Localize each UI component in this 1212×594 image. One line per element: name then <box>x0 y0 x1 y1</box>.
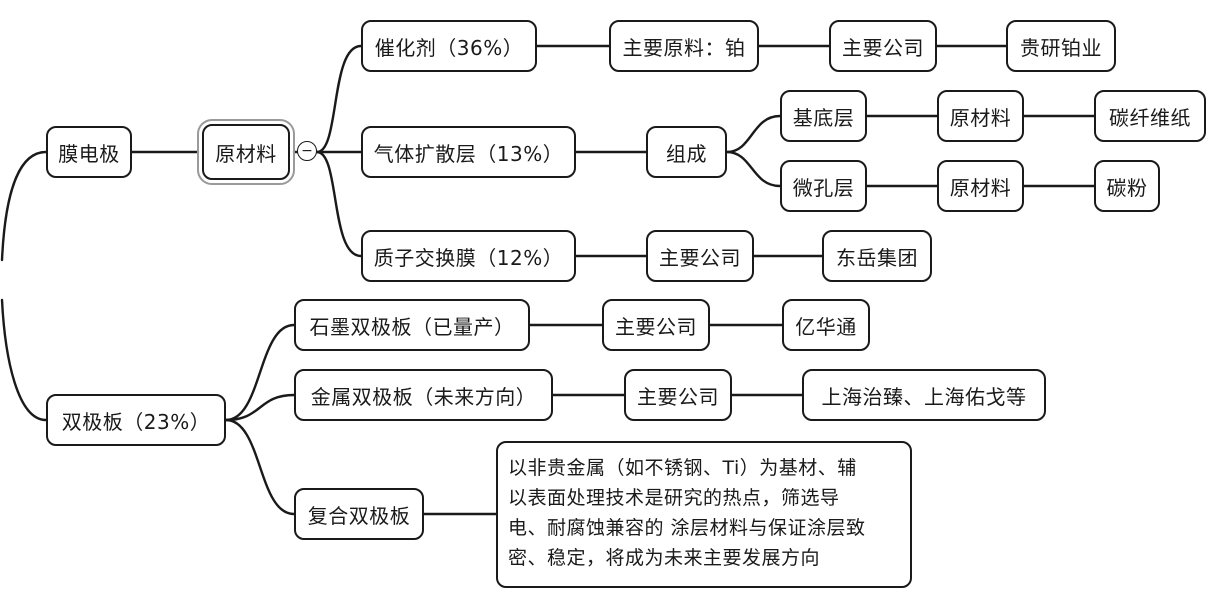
node-substrate-raw[interactable]: 原材料 <box>937 90 1024 142</box>
edge-bipolar-metal <box>224 393 296 422</box>
node-metal-company-names[interactable]: 上海治臻、上海佑戈等 <box>802 369 1046 421</box>
node-catalyst-companies[interactable]: 主要公司 <box>829 20 937 72</box>
edge-root-bipolar <box>0 298 48 422</box>
node-microporous-raw[interactable]: 原材料 <box>937 160 1024 212</box>
node-catalyst[interactable]: 催化剂（36%） <box>361 20 537 72</box>
node-graphite-companies[interactable]: 主要公司 <box>602 299 710 351</box>
edge-raw-pem <box>315 150 363 258</box>
node-metal-plate[interactable]: 金属双极板（未来方向） <box>294 369 553 421</box>
node-composite-note[interactable]: 以非贵金属（如不锈钢、Ti）为基材、辅 以表面处理技术是研究的热点，筛选导 电、… <box>496 441 912 588</box>
edge-root-mea <box>0 150 48 262</box>
node-metal-companies[interactable]: 主要公司 <box>624 369 732 421</box>
node-catalyst-company-names[interactable]: 贵研铂业 <box>1006 20 1116 72</box>
edge-composition-micro <box>725 150 782 188</box>
note-line: 电、耐腐蚀兼容的 涂层材料与保证涂层致 <box>508 517 866 539</box>
node-pem[interactable]: 质子交换膜（12%） <box>361 230 576 282</box>
node-bipolar-plate[interactable]: 双极板（23%） <box>46 394 226 446</box>
node-pem-companies[interactable]: 主要公司 <box>646 230 754 282</box>
node-microporous-layer[interactable]: 微孔层 <box>780 160 867 212</box>
node-gdl-composition[interactable]: 组成 <box>646 126 727 178</box>
node-carbon-paper[interactable]: 碳纤维纸 <box>1094 90 1206 142</box>
node-mea[interactable]: 膜电极 <box>46 126 132 178</box>
node-pem-company-names[interactable]: 东岳集团 <box>822 230 932 282</box>
note-line: 以非贵金属（如不锈钢、Ti）为基材、辅 <box>508 457 857 479</box>
node-composite-plate[interactable]: 复合双极板 <box>294 488 424 540</box>
note-line: 密、稳定，将成为未来主要发展方向 <box>508 547 821 569</box>
collapse-toggle-icon[interactable]: − <box>297 141 317 161</box>
node-carbon-powder[interactable]: 碳粉 <box>1094 160 1160 212</box>
edge-composition-substrate <box>725 114 782 154</box>
edge-bipolar-graphite <box>224 323 296 422</box>
node-substrate-layer[interactable]: 基底层 <box>780 90 867 142</box>
node-raw-materials[interactable]: 原材料 <box>197 119 295 185</box>
note-text: 以非贵金属（如不锈钢、Ti）为基材、辅 以表面处理技术是研究的热点，筛选导 电、… <box>508 453 866 573</box>
node-graphite-plate[interactable]: 石墨双极板（已量产） <box>294 299 530 351</box>
edge-raw-catalyst <box>315 44 363 154</box>
note-line: 以表面处理技术是研究的热点，筛选导 <box>508 487 840 509</box>
node-catalyst-material[interactable]: 主要原料：铂 <box>609 20 759 72</box>
edge-bipolar-composite <box>224 418 296 516</box>
node-gdl[interactable]: 气体扩散层（13%） <box>361 126 576 178</box>
node-graphite-company-names[interactable]: 亿华通 <box>782 299 870 351</box>
